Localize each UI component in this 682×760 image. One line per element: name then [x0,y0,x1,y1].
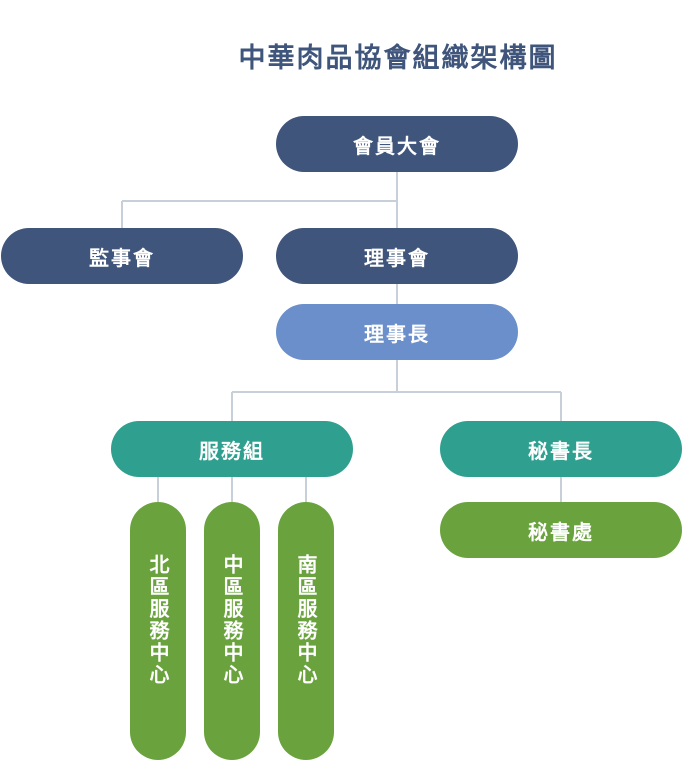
node-label: 中區服務中心 [220,554,244,686]
node-secretary-general: 秘書長 [440,421,682,477]
node-north-center: 北區服務中心 [130,502,186,760]
node-label: 秘書處 [528,519,594,544]
node-label: 理事長 [364,321,430,346]
node-secretariat: 秘書處 [440,502,682,558]
node-label: 南區服務中心 [294,554,318,686]
node-south-center: 南區服務中心 [278,502,334,760]
node-central-center: 中區服務中心 [204,502,260,760]
node-label: 秘書長 [528,438,594,463]
node-board: 理事會 [276,228,518,284]
node-label: 理事會 [364,245,430,270]
node-label: 會員大會 [353,133,441,158]
chart-title: 中華肉品協會組織架構圖 [238,43,558,74]
node-general-assembly: 會員大會 [276,116,518,172]
node-label: 監事會 [89,245,155,270]
node-label: 服務組 [199,438,265,463]
node-chairman: 理事長 [276,304,518,360]
node-supervisors: 監事會 [1,228,243,284]
node-service-group: 服務組 [111,421,353,477]
node-label: 北區服務中心 [146,554,170,686]
